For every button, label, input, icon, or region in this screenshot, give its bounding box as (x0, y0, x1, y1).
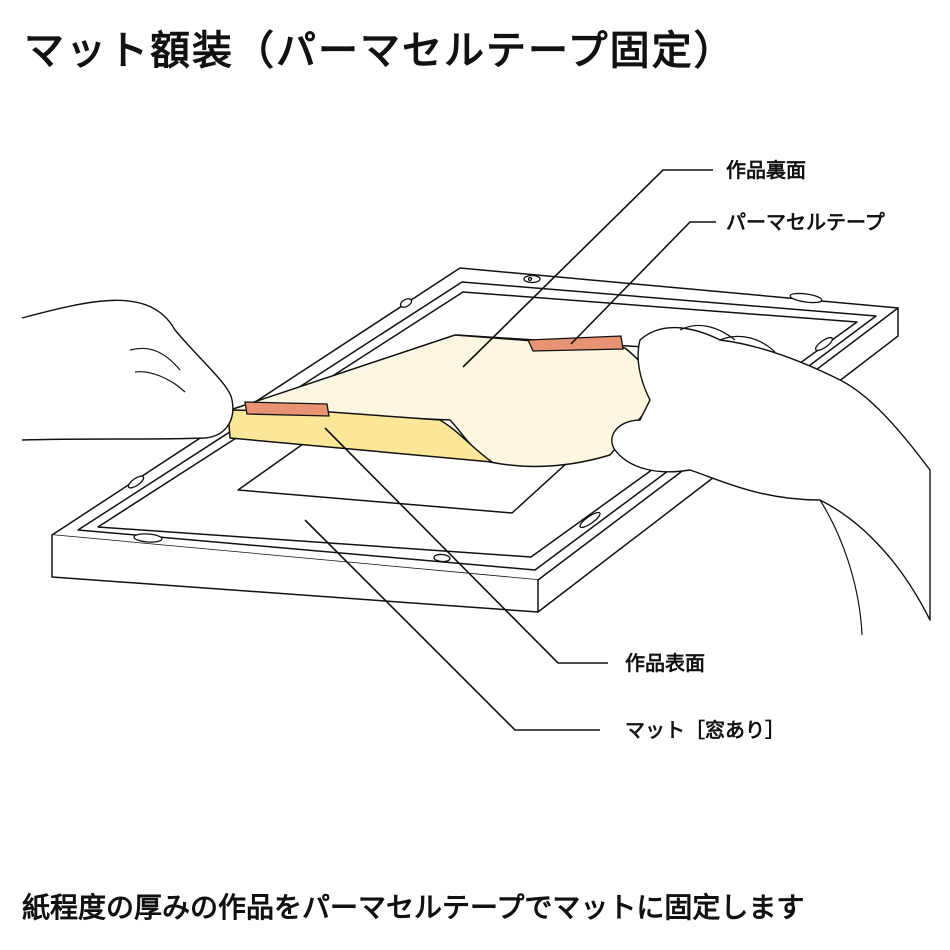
leader-front-of-work (324, 427, 608, 664)
clip (127, 475, 145, 489)
page-title: マット額装（パーマセルテープ固定） (24, 28, 736, 74)
artwork-front (227, 409, 493, 463)
leader-mat-with-window (304, 519, 600, 731)
leader-permacel-tape (570, 221, 716, 345)
right-hand (611, 326, 931, 621)
frame-front-side (51, 534, 539, 613)
clip (789, 292, 823, 304)
clip (433, 553, 451, 563)
clip (579, 511, 601, 529)
leader-back-of-work (462, 169, 713, 368)
label-mat-with-window: マット［窓あり］ (625, 718, 785, 742)
permacel-tape (244, 401, 330, 417)
frame-right-side (537, 307, 899, 613)
clip (399, 298, 413, 308)
left-hand (21, 299, 234, 441)
clip (133, 533, 163, 543)
caption: 紙程度の厚みの作品をパーマセルテープでマットに固定します (22, 891, 805, 924)
clip (814, 336, 834, 352)
label-back-of-work: 作品裏面 (726, 158, 806, 182)
frame-inner (77, 281, 877, 571)
mat (97, 291, 858, 558)
label-permacel-tape: パーマセルテープ (726, 210, 885, 234)
frame-clips (127, 274, 834, 563)
permacel-tape (527, 335, 624, 352)
label-front-of-work: 作品表面 (625, 651, 705, 675)
